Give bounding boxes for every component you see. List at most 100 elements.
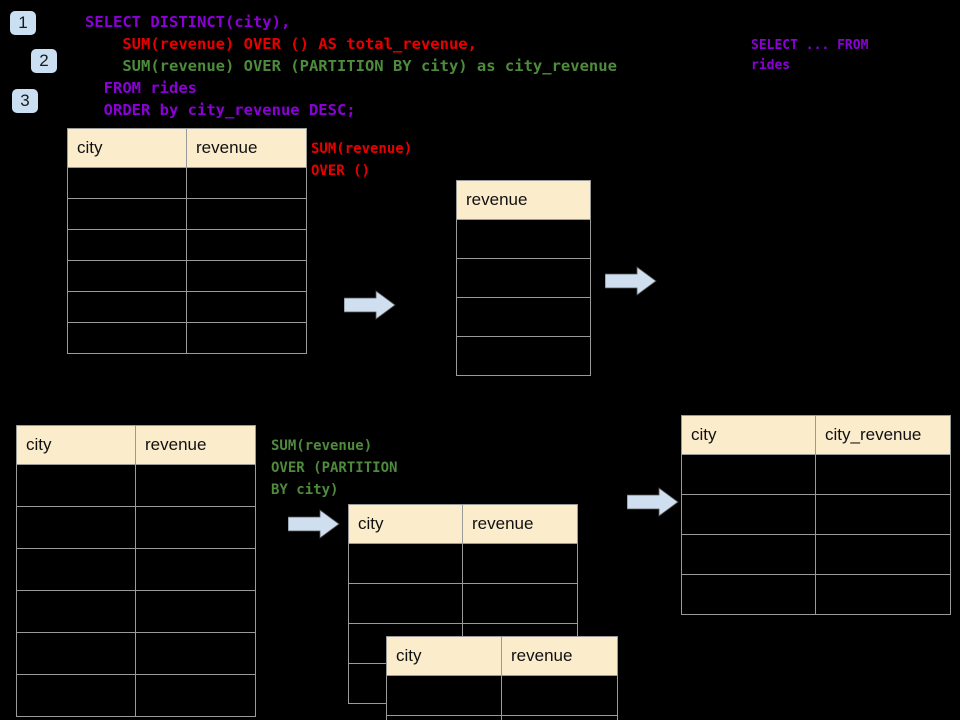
cell-city: [386, 715, 502, 720]
sql-line-select: SELECT DISTINCT(city),: [85, 13, 291, 31]
cell-city: [16, 674, 136, 717]
table-row: [16, 464, 256, 507]
table-row: [16, 590, 256, 633]
table-row: [681, 534, 951, 575]
table-row: [456, 297, 591, 337]
cell-city: [67, 229, 187, 261]
table-row: [456, 258, 591, 298]
column-header-revenue: revenue: [501, 636, 618, 676]
table-header-row: city revenue: [386, 636, 618, 676]
cell-city: [16, 464, 136, 507]
cell-revenue: [501, 715, 618, 720]
cell-city: [16, 632, 136, 675]
table-row: [348, 543, 578, 584]
cell-city: [386, 675, 502, 716]
table-row: [67, 322, 307, 354]
cell-revenue: [456, 336, 591, 376]
cell-revenue: [462, 543, 578, 584]
cell-revenue: [135, 674, 256, 717]
cell-revenue: [456, 297, 591, 337]
cell-revenue: [501, 675, 618, 716]
table-row: [67, 198, 307, 230]
cell-revenue: [456, 219, 591, 259]
table-header-row: city revenue: [67, 128, 307, 168]
column-header-city: city: [16, 425, 136, 465]
cell-revenue: [135, 590, 256, 633]
sql-line-sum-over-empty: SUM(revenue) OVER () AS total_revenue,: [85, 35, 477, 53]
cell-revenue: [135, 464, 256, 507]
arrow-total-to-result: [605, 266, 657, 296]
sql-line-sum-over-partition: SUM(revenue) OVER (PARTITION BY city) as…: [85, 57, 617, 75]
step-badge-2: 2: [31, 49, 57, 73]
arrow-source-to-partition: [288, 509, 340, 539]
step-badge-1: 1: [10, 11, 36, 35]
table-row: [456, 219, 591, 259]
column-header-revenue: revenue: [186, 128, 307, 168]
cell-city: [67, 167, 187, 199]
sql-line-from: FROM rides: [85, 79, 197, 97]
cell-revenue: [135, 632, 256, 675]
cell-revenue: [462, 583, 578, 624]
table-row: [456, 336, 591, 376]
column-header-city: city: [67, 128, 187, 168]
table-row: [67, 229, 307, 261]
cell-revenue: [186, 229, 307, 261]
cell-city: [348, 543, 463, 584]
arrow-source-to-total: [344, 290, 396, 320]
table-row: [16, 674, 256, 717]
table-row: [67, 291, 307, 323]
cell-city: [681, 574, 816, 615]
cell-revenue: [186, 198, 307, 230]
cell-city: [67, 260, 187, 292]
table-row: [67, 260, 307, 292]
cell-city-revenue: [815, 574, 951, 615]
column-header-city: city: [681, 415, 816, 455]
annotation-over-partition: SUM(revenue) OVER (PARTITION BY city): [271, 438, 398, 498]
cell-city-revenue: [815, 454, 951, 495]
table-partition-front: city revenue: [386, 636, 618, 720]
column-header-city-revenue: city_revenue: [815, 415, 951, 455]
cell-city: [16, 506, 136, 549]
annotation-select-from-rides: SELECT ... FROM rides: [751, 38, 869, 73]
cell-city: [681, 494, 816, 535]
column-header-city: city: [348, 504, 463, 544]
cell-city: [681, 454, 816, 495]
table-row: [681, 574, 951, 615]
table-row: [386, 675, 618, 716]
column-header-revenue: revenue: [135, 425, 256, 465]
cell-revenue: [186, 260, 307, 292]
table-header-row: city city_revenue: [681, 415, 951, 455]
step-badge-3: 3: [12, 89, 38, 113]
column-header-revenue: revenue: [456, 180, 591, 220]
table-city-revenue-result: city city_revenue: [681, 415, 951, 615]
cell-city: [681, 534, 816, 575]
cell-city-revenue: [815, 534, 951, 575]
table-header-row: revenue: [456, 180, 591, 220]
cell-city: [67, 198, 187, 230]
table-header-row: city revenue: [16, 425, 256, 465]
cell-city-revenue: [815, 494, 951, 535]
cell-revenue: [135, 506, 256, 549]
table-row: [16, 632, 256, 675]
cell-revenue: [186, 167, 307, 199]
table-rides-source-top: city revenue: [67, 128, 307, 354]
cell-city: [16, 548, 136, 591]
cell-city: [67, 291, 187, 323]
cell-city: [67, 322, 187, 354]
table-header-row: city revenue: [348, 504, 578, 544]
annotation-over-empty: SUM(revenue) OVER (): [311, 141, 413, 179]
cell-revenue: [135, 548, 256, 591]
cell-revenue: [186, 291, 307, 323]
table-rides-source-bottom: city revenue: [16, 425, 256, 717]
table-row: [16, 548, 256, 591]
table-row: [348, 583, 578, 624]
table-row: [16, 506, 256, 549]
cell-revenue: [456, 258, 591, 298]
arrow-partition-to-result: [627, 487, 679, 517]
sql-line-order-by: ORDER by city_revenue DESC;: [85, 101, 356, 119]
cell-revenue: [186, 322, 307, 354]
cell-city: [16, 590, 136, 633]
table-row: [67, 167, 307, 199]
table-total-revenue: revenue: [456, 180, 591, 376]
